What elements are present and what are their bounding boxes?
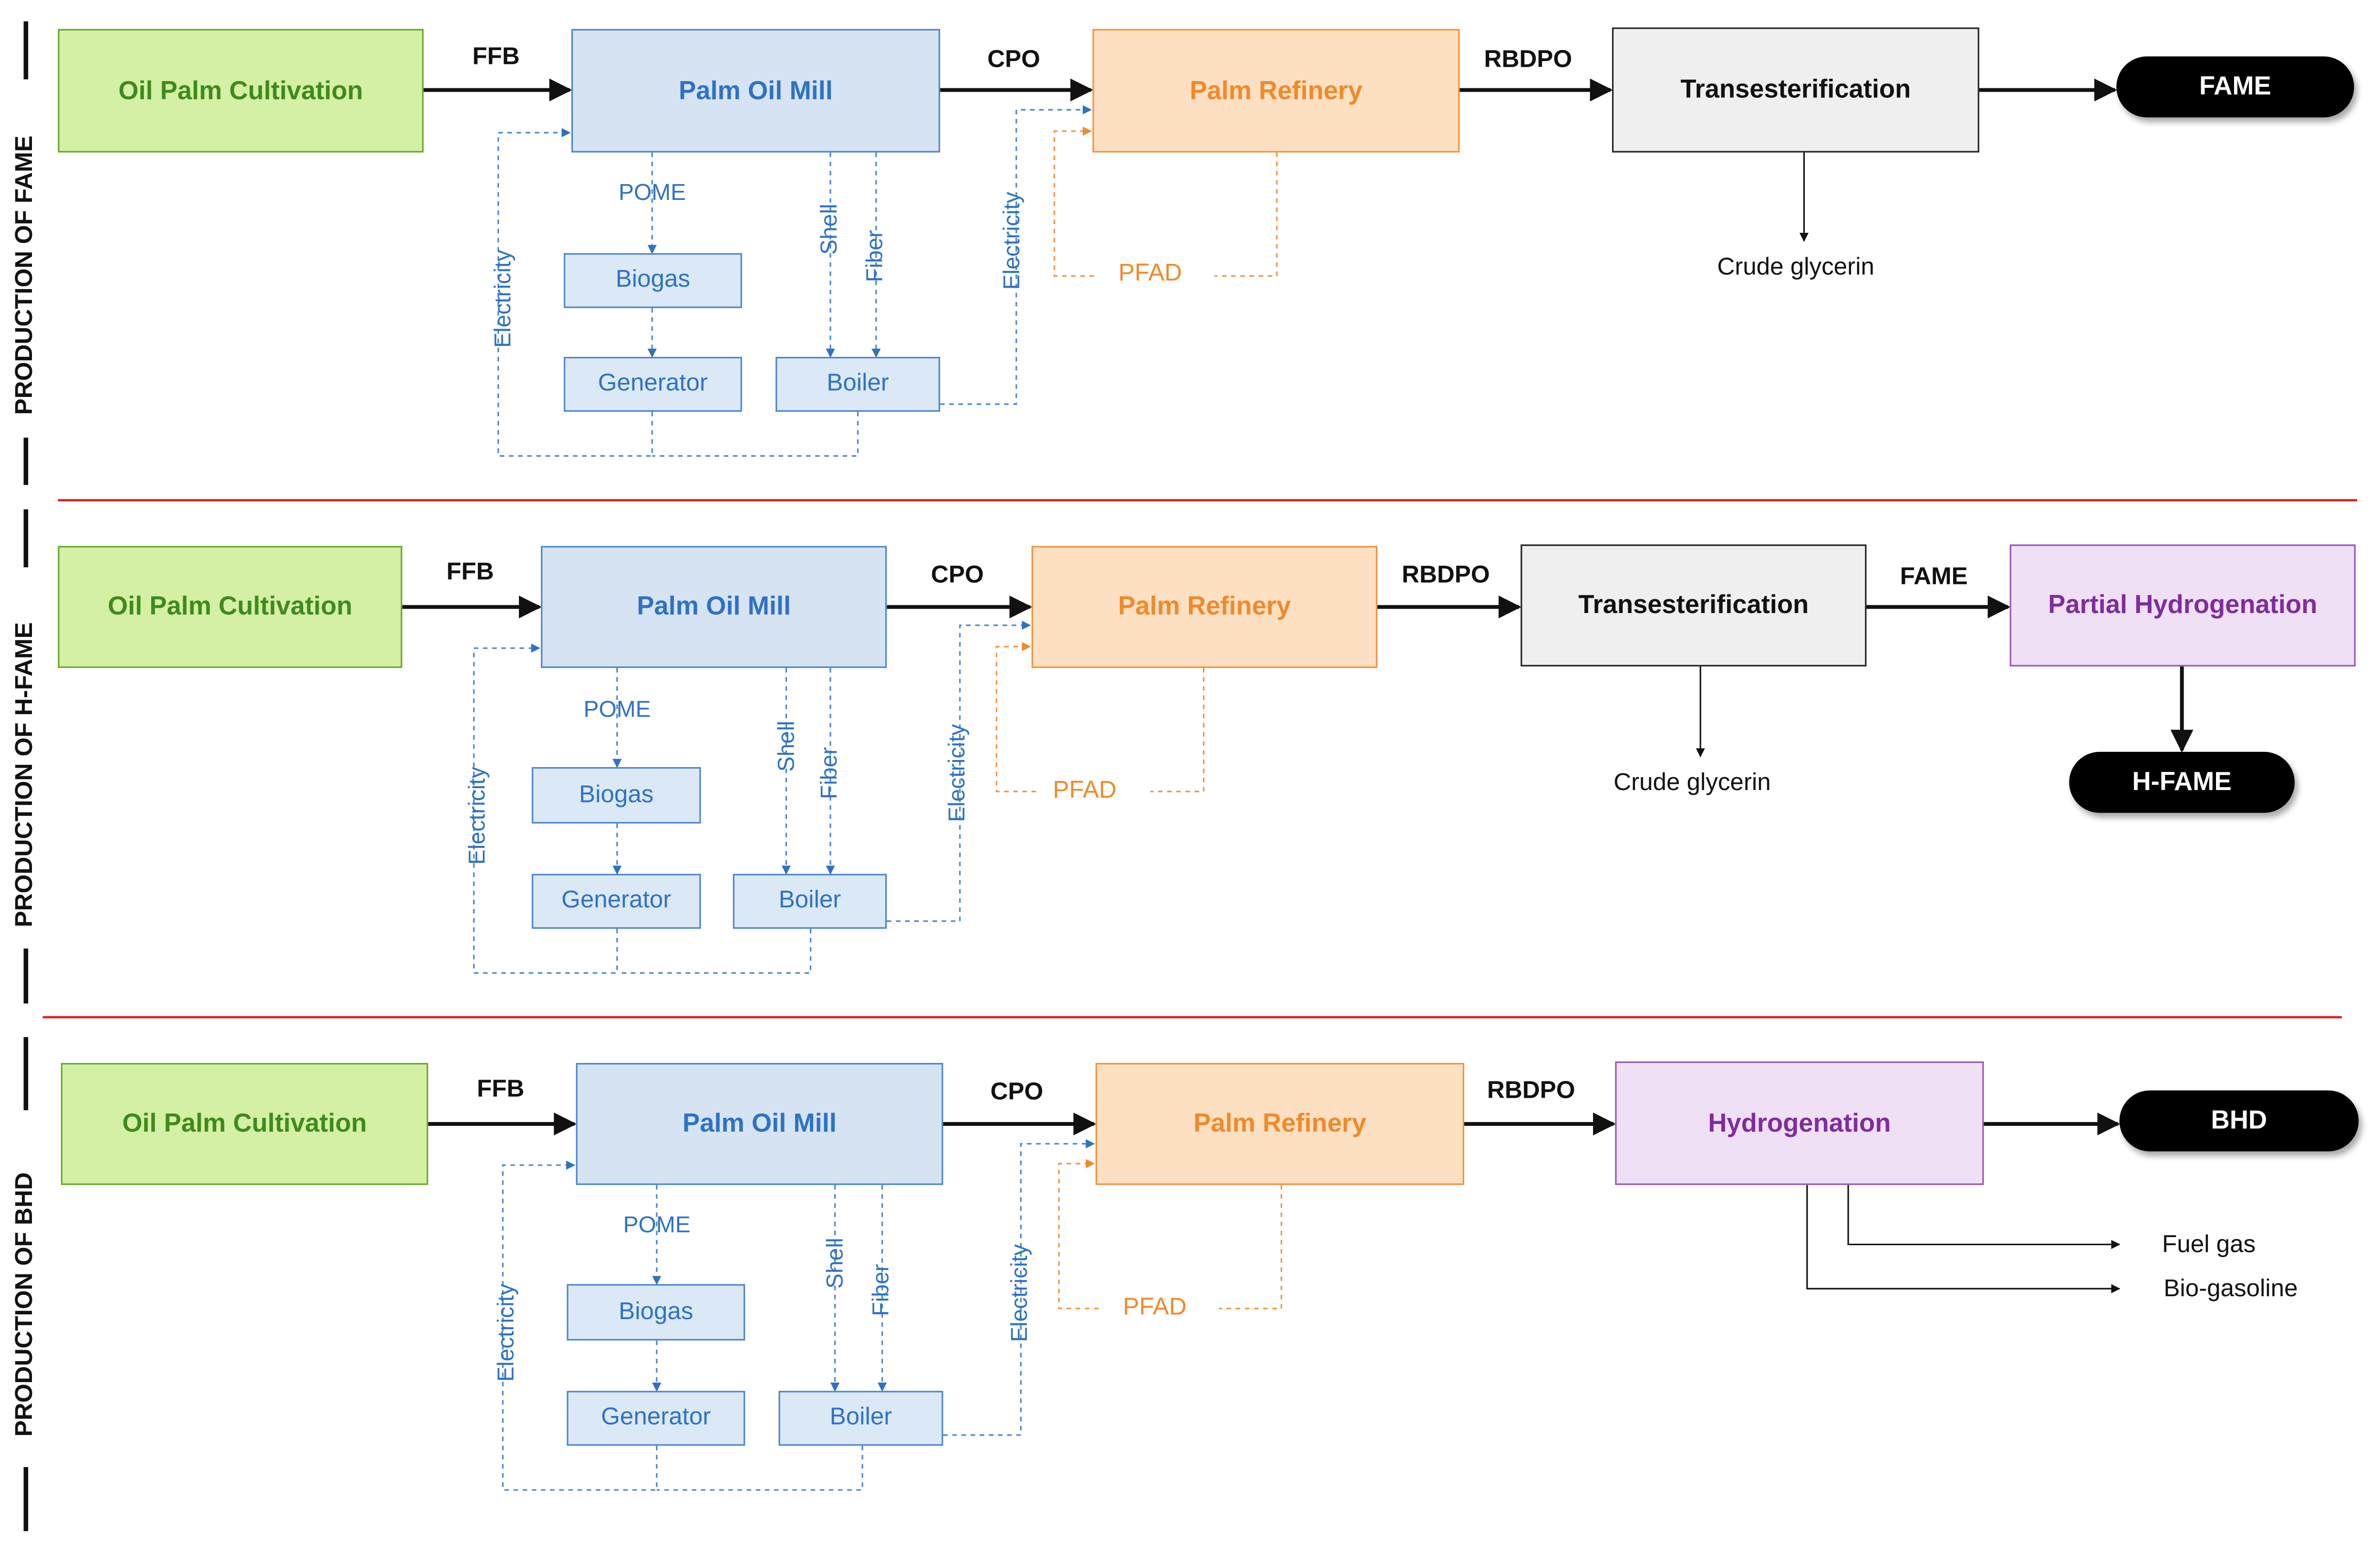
stream-label-pfad: PFAD	[1123, 1294, 1187, 1321]
flow-label-ffb: FFB	[446, 560, 494, 586]
palm-oil-mill-box: Palm Oil Mill	[541, 546, 887, 668]
stream-label-pome: POME	[619, 180, 686, 206]
stream-label-electricity-right: Electricity	[1007, 1244, 1033, 1343]
generator-box: Generator	[567, 1391, 745, 1446]
byproduct-crude-glycerin: Crude glycerin	[1614, 770, 1771, 796]
stream-label-pfad: PFAD	[1118, 260, 1182, 287]
flow-label-cpo: CPO	[931, 562, 984, 589]
flow-label-rbdpo: RBDPO	[1484, 47, 1573, 73]
palm-refinery-box: Palm Refinery	[1092, 29, 1460, 153]
section-side-label: PRODUCTION OF FAME	[12, 135, 38, 415]
flow-label-rbdpo: RBDPO	[1402, 562, 1490, 589]
flow-label-cpo: CPO	[987, 47, 1040, 73]
biogas-box: Biogas	[531, 767, 701, 824]
section-3-connectors	[428, 1112, 2121, 1491]
flow-label-fame: FAME	[1900, 564, 1968, 591]
boiler-box: Boiler	[778, 1391, 943, 1446]
boiler-box: Boiler	[733, 874, 887, 929]
palm-refinery-box: Palm Refinery	[1031, 546, 1377, 668]
stream-label-fiber: Fiber	[817, 747, 843, 800]
palm-refinery-box: Palm Refinery	[1095, 1063, 1465, 1185]
biogas-box: Biogas	[567, 1284, 745, 1341]
h-fame-product-pill: H-FAME	[2069, 751, 2295, 813]
stream-label-shell: Shell	[774, 720, 800, 772]
stream-label-electricity-left: Electricity	[465, 767, 491, 865]
flow-label-rbdpo: RBDPO	[1487, 1078, 1575, 1104]
stream-label-fiber: Fiber	[862, 230, 889, 282]
boiler-box: Boiler	[776, 357, 941, 412]
stream-label-electricity-left: Electricity	[494, 1283, 520, 1382]
generator-box: Generator	[531, 874, 701, 929]
byproduct-crude-glycerin: Crude glycerin	[1717, 254, 1874, 281]
transesterification-box: Transesterification	[1612, 27, 1979, 153]
biogas-box: Biogas	[564, 253, 742, 308]
byproduct-fuel-gas: Fuel gas	[2162, 1232, 2256, 1259]
section-1-connectors	[424, 78, 2117, 457]
fame-product-pill: FAME	[2116, 56, 2354, 118]
palm-oil-mill-box: Palm Oil Mill	[571, 29, 941, 153]
transesterification-box: Transesterification	[1521, 544, 1867, 666]
oil-palm-cultivation-box: Oil Palm Cultivation	[61, 1063, 428, 1185]
section-side-label: PRODUCTION OF H-FAME	[12, 622, 38, 927]
flow-label-cpo: CPO	[990, 1080, 1044, 1106]
stream-label-pome: POME	[623, 1212, 691, 1239]
stream-label-electricity-right: Electricity	[944, 724, 971, 822]
stream-label-shell: Shell	[817, 204, 843, 255]
stream-label-electricity-right: Electricity	[999, 192, 1025, 290]
palm-oil-mill-box: Palm Oil Mill	[576, 1063, 943, 1185]
generator-box: Generator	[564, 357, 742, 412]
stream-label-pfad: PFAD	[1053, 778, 1117, 804]
stream-label-fiber: Fiber	[868, 1264, 895, 1316]
hydrogenation-box: Hydrogenation	[1615, 1061, 1984, 1185]
stream-label-pome: POME	[583, 697, 651, 723]
oil-palm-cultivation-box: Oil Palm Cultivation	[58, 29, 424, 153]
section-side-label: PRODUCTION OF BHD	[12, 1172, 38, 1437]
flow-label-ffb: FFB	[472, 44, 520, 71]
bhd-product-pill: BHD	[2119, 1090, 2359, 1152]
oil-palm-cultivation-box: Oil Palm Cultivation	[58, 546, 403, 668]
partial-hydrogenation-box: Partial Hydrogenation	[2009, 544, 2356, 666]
stream-label-shell: Shell	[823, 1238, 849, 1289]
flow-label-ffb: FFB	[476, 1076, 525, 1103]
stream-label-electricity-left: Electricity	[490, 250, 517, 348]
byproduct-bio-gasoline: Bio-gasoline	[2163, 1276, 2298, 1302]
